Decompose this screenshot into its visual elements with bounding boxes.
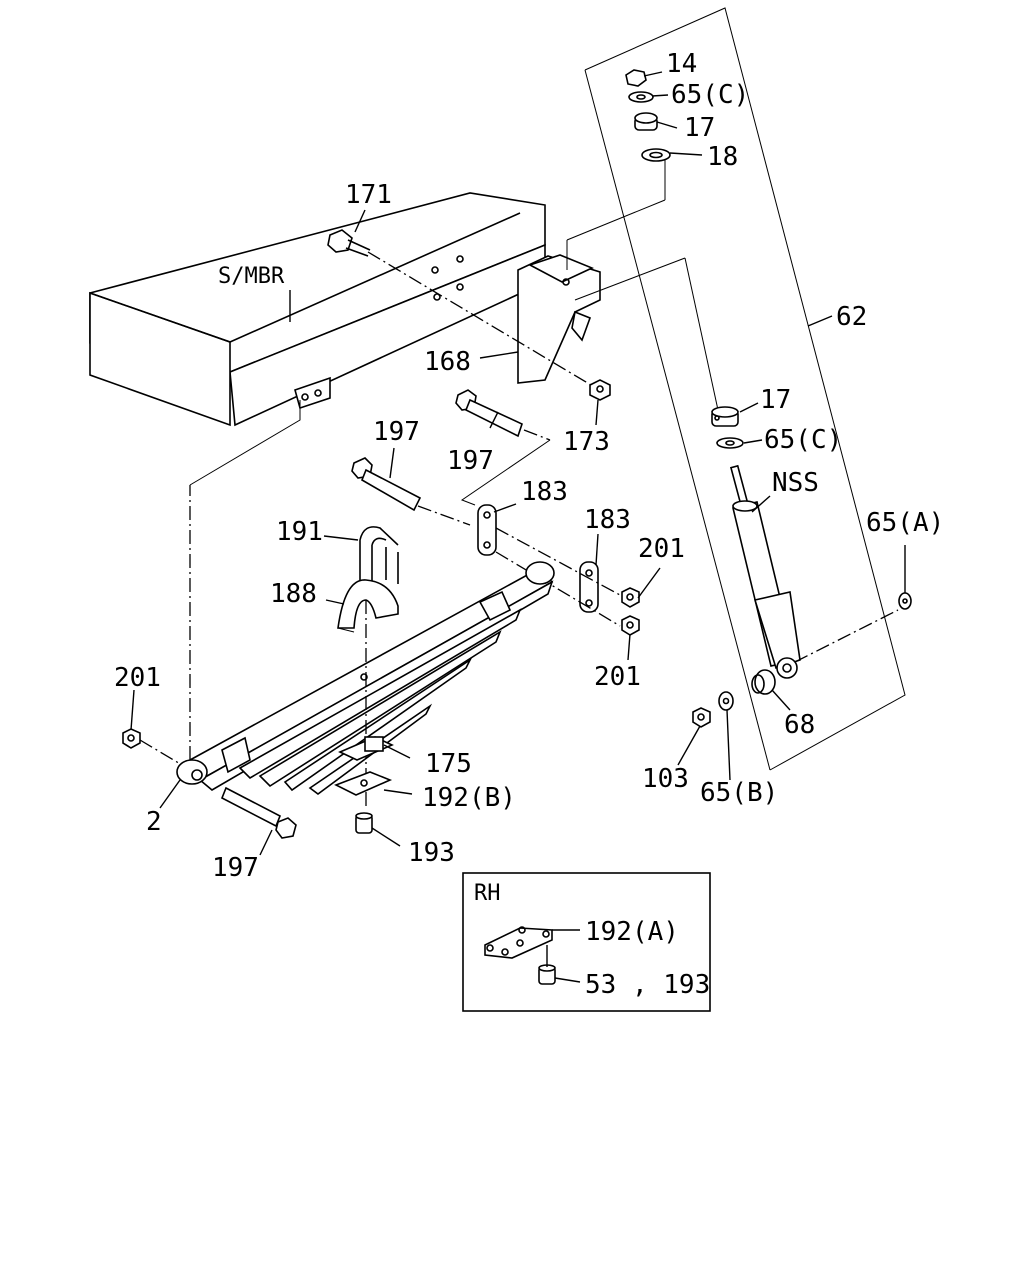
label-2: 2 [146,807,162,837]
label-17-top: 17 [684,113,715,143]
nut-201-left [122,728,141,749]
nut-53-193 [538,964,556,985]
spring-seat-192a [484,926,553,959]
label-201-c: 201 [114,663,161,693]
label-53-193: 53 , 193 [585,970,710,1000]
label-193: 193 [408,838,455,868]
bolt-197-lower [220,786,297,839]
spring-bracket-168 [517,254,601,384]
label-188: 188 [270,579,317,609]
label-183-a: 183 [521,477,568,507]
label-175: 175 [425,749,472,779]
label-65b: 65(B) [700,778,778,808]
washer-65a [898,592,912,610]
washer-65c-mid [716,437,744,449]
label-62: 62 [836,302,867,332]
nut-14 [625,69,647,87]
nut-173 [589,379,611,401]
label-65c-top: 65(C) [671,80,749,110]
label-103: 103 [642,764,689,794]
label-201-a: 201 [638,534,685,564]
nut-103 [692,707,711,728]
washer-18 [641,148,671,162]
nut-201-right-upper [621,587,640,608]
nut-193 [355,812,373,834]
nut-201-right-lower [621,615,640,636]
label-14: 14 [666,49,697,79]
bolt-171 [327,229,371,257]
label-smbr: S/MBR [218,264,285,289]
label-17-mid: 17 [760,385,791,415]
plate-175 [338,736,394,761]
washer-65c-top [628,91,654,103]
bushing-68 [751,669,776,695]
spring-seat-192b [334,771,393,796]
washer-65b [718,691,734,711]
label-65a: 65(A) [866,508,944,538]
leader-lines [130,71,906,856]
label-192b: 192(B) [422,783,516,813]
inset-title: RH [474,881,501,906]
label-183-b: 183 [584,505,631,535]
label-68: 68 [784,710,815,740]
bushing-17-mid [711,406,739,427]
label-197-a: 197 [373,417,420,447]
label-18: 18 [707,142,738,172]
u-bolt-191 [359,526,399,586]
label-168: 168 [424,347,471,377]
spacer-188 [337,579,399,633]
shackle-plate-183-b [579,561,599,613]
label-nss: NSS [772,468,819,498]
shock-absorber-nss [729,464,801,679]
side-member-frame [89,192,546,427]
shock-kit-box-62 [584,7,906,771]
label-65c-mid: 65(C) [764,425,842,455]
callout-labels: 14 65(C) 17 18 171 S/MBR 62 168 17 173 6… [114,49,944,883]
bolt-197-upper [455,389,523,438]
label-201-b: 201 [594,662,641,692]
label-197-c: 197 [212,853,259,883]
label-191: 191 [276,517,323,547]
bushing-17-top [634,112,658,131]
bolt-197-middle [351,457,422,512]
label-171: 171 [345,180,392,210]
rh-inset: RH 192(A) 53 , 193 [462,872,711,1012]
label-173: 173 [563,427,610,457]
shackle-plate-183-a [477,504,497,556]
label-197-b: 197 [447,446,494,476]
label-192a: 192(A) [585,917,679,947]
